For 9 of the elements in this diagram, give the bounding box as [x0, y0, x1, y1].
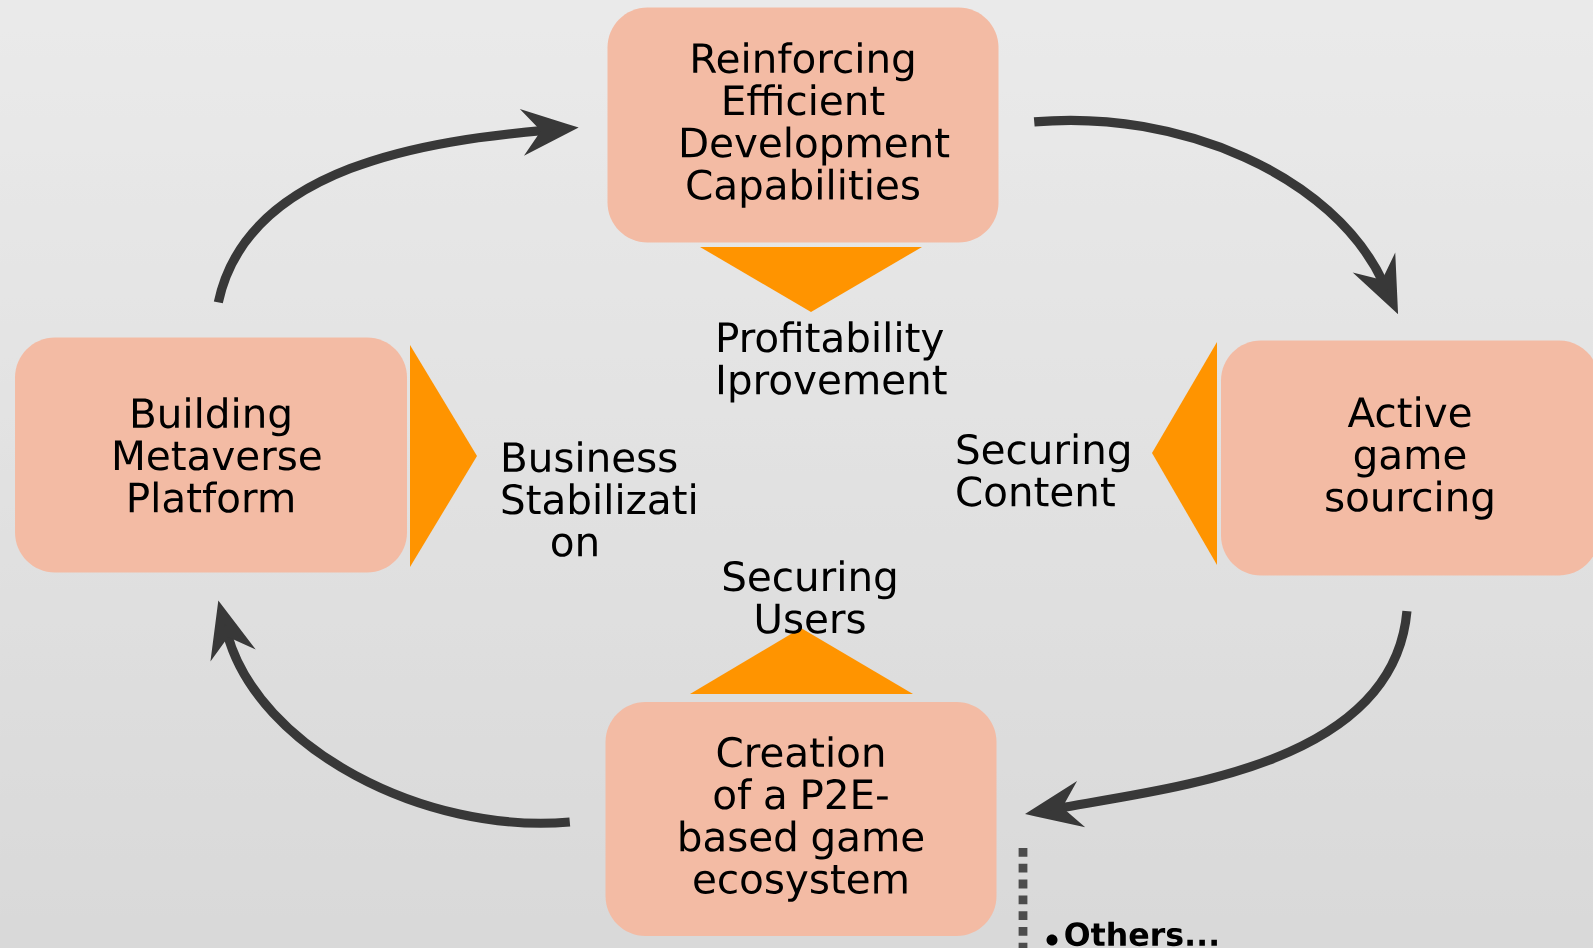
- label-text: Business Stabilizati on: [502, 441, 695, 557]
- label-text: Securing Content: [957, 433, 1129, 507]
- process-box: Active game sourcing: [1221, 340, 1593, 576]
- process-box: Building Metaverse Platform: [15, 337, 407, 573]
- process-box: Creation of a P2E-based game ecosystem: [605, 702, 997, 936]
- label-text: Securing Users: [723, 560, 896, 634]
- process-box: Reinforcing Efficient Development Capabilities: [607, 7, 999, 243]
- label-text: Profitability Iprovement: [718, 321, 947, 403]
- list-item: Others...: [1065, 921, 1217, 947]
